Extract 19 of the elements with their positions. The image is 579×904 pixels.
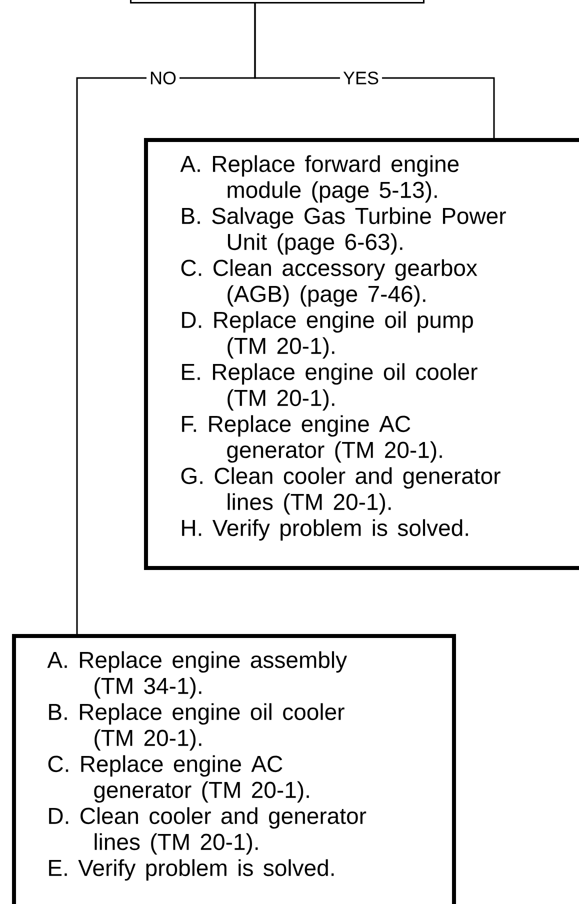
list-item: A. Replace engine assembly (TM 34-1). — [47, 651, 348, 699]
decision-box — [130, 0, 424, 4]
step-box — [12, 634, 456, 904]
list-item: B. Salvage Gas Turbine Power Unit (page 6-63). — [182, 207, 506, 255]
list-item: B. Replace engine oil cooler (TM 20-1). — [49, 703, 344, 751]
list-item: G. Clean cooler and generator lines (TM 20-1). — [181, 467, 500, 515]
list-item: D. Replace engine oil pump (TM 20-1). — [182, 311, 473, 359]
list-item: E. Replace engine oil cooler (TM 20-1). — [182, 363, 478, 411]
step-box — [144, 138, 579, 570]
list-item: D. Clean cooler and generator lines (TM 20-1). — [49, 807, 366, 855]
list-item: E. Verify problem is solved. — [49, 859, 334, 881]
list-item: A. Replace forward engine module (page 5-13). — [180, 155, 459, 203]
list-item: C. Clean accessory gearbox (AGB) (page 7-46). — [181, 259, 478, 307]
list-item: C. Replace engine AC generator (TM 20-1). — [48, 755, 309, 803]
connector-line — [76, 4, 256, 634]
list-item: F. Replace engine AC generator (TM 20-1). — [182, 415, 442, 463]
list-item: H. Verify problem is solved. — [182, 519, 468, 541]
edge-label: YES — [340, 70, 382, 86]
edge-label: NO — [146, 70, 180, 86]
